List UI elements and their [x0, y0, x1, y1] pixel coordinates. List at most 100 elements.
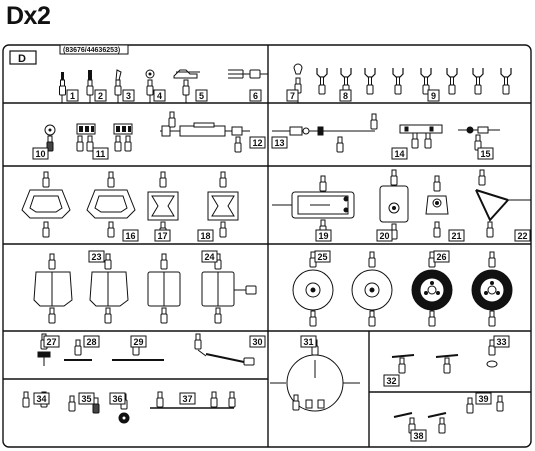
part-number-text: 6 [253, 91, 258, 101]
part-28 [64, 339, 92, 361]
part-number-label: 33 [493, 335, 510, 348]
part-number-text: 13 [274, 138, 284, 148]
part-32b [435, 354, 459, 374]
part-16b [86, 171, 136, 238]
part-19 [272, 175, 355, 236]
part-number-label: 36 [109, 392, 126, 405]
part-number-label: 9 [427, 89, 440, 102]
part-number-text: 32 [386, 376, 396, 386]
part-number-label: 16 [122, 229, 139, 242]
part-number-text: 16 [125, 231, 135, 241]
part-number-text: 23 [91, 252, 101, 262]
part-number-text: 7 [290, 91, 295, 101]
part-number-text: 14 [394, 149, 404, 159]
part-number-text: 12 [252, 138, 262, 148]
sheet-title: Dx2 [6, 2, 51, 30]
part-38 [393, 412, 447, 434]
part-number-label: 10 [32, 147, 49, 160]
part-24a [147, 253, 181, 324]
part-number-text: 19 [318, 231, 328, 241]
part-18 [207, 171, 239, 238]
part-number-text: 34 [36, 394, 46, 404]
part-number-label: 38 [410, 429, 427, 442]
part-3 [114, 69, 122, 103]
part-number-text: 11 [96, 149, 106, 159]
part-15 [458, 126, 500, 151]
part-number-text: 36 [112, 394, 122, 404]
part-26a [411, 251, 453, 327]
sprue-frame [2, 44, 532, 448]
part-number-label: 14 [391, 147, 408, 160]
part-number-label: 1 [66, 89, 79, 102]
part-number-label: 12 [249, 136, 266, 149]
part-2 [86, 70, 94, 103]
part-number-label: 32 [383, 374, 400, 387]
part-number-label: 31 [300, 335, 317, 348]
part-number-text: 29 [133, 337, 143, 347]
part-number-label: 27 [43, 335, 60, 348]
part-17 [147, 171, 179, 238]
part-number-text: 24 [204, 252, 214, 262]
sprue-letter-tag: D [9, 50, 37, 65]
part-number-label: 19 [315, 229, 332, 242]
part-number-label: 34 [33, 392, 50, 405]
sprue-code-tag: (83676/44636253) [59, 44, 129, 55]
part-36 [118, 393, 130, 424]
part-22 [475, 169, 531, 238]
part-number-text: 27 [46, 337, 56, 347]
part-number-label: 11 [92, 147, 109, 160]
part-23b [89, 253, 129, 324]
part-12 [160, 111, 250, 153]
part-4 [145, 69, 155, 103]
part-number-label: 18 [197, 229, 214, 242]
sprue-code: (83676/44636253) [63, 47, 120, 54]
part-number-text: 28 [86, 337, 96, 347]
part-11a [76, 123, 96, 152]
part-10 [44, 124, 56, 152]
part-33 [486, 339, 498, 368]
part-number-text: 20 [379, 231, 389, 241]
part-number-text: 25 [317, 252, 327, 262]
part-number-text: 39 [478, 394, 488, 404]
part-number-label: 3 [122, 89, 135, 102]
part-number-label: 24 [201, 250, 218, 263]
part-number-text: 21 [451, 231, 461, 241]
part-number-text: 5 [199, 91, 204, 101]
part-number-text: 30 [252, 337, 262, 347]
part-number-label: 17 [154, 229, 171, 242]
part-20 [379, 169, 409, 240]
part-number-text: 17 [157, 231, 167, 241]
part-number-label: 23 [88, 250, 105, 263]
part-number-text: 10 [35, 149, 45, 159]
part-number-label: 21 [448, 229, 465, 242]
part-number-text: 2 [98, 91, 103, 101]
part-16a [21, 171, 71, 238]
part-number-label: 39 [475, 392, 492, 405]
part-number-text: 26 [436, 252, 446, 262]
part-number-label: 35 [78, 392, 95, 405]
part-number-label: 26 [433, 250, 450, 263]
part-number-label: 2 [94, 89, 107, 102]
part-26b [471, 251, 513, 327]
part-number-text: 22 [517, 231, 527, 241]
part-number-label: 20 [376, 229, 393, 242]
part-number-label: 8 [339, 89, 352, 102]
part-number-label: 6 [249, 89, 262, 102]
part-23a [33, 253, 73, 324]
part-25b [351, 251, 393, 327]
part-number-label: 15 [477, 147, 494, 160]
part-number-label: 28 [83, 335, 100, 348]
part-29 [112, 339, 164, 361]
part-number-text: 35 [81, 394, 91, 404]
part-13 [272, 113, 378, 153]
part-number-label: 37 [179, 392, 196, 405]
part-24b [201, 253, 257, 324]
part-number-text: 4 [157, 91, 162, 101]
part-number-label: 7 [286, 89, 299, 102]
part-number-text: 31 [303, 337, 313, 347]
part-number-label: 25 [314, 250, 331, 263]
part-number-label: 22 [514, 229, 531, 242]
part-number-label: 29 [130, 335, 147, 348]
